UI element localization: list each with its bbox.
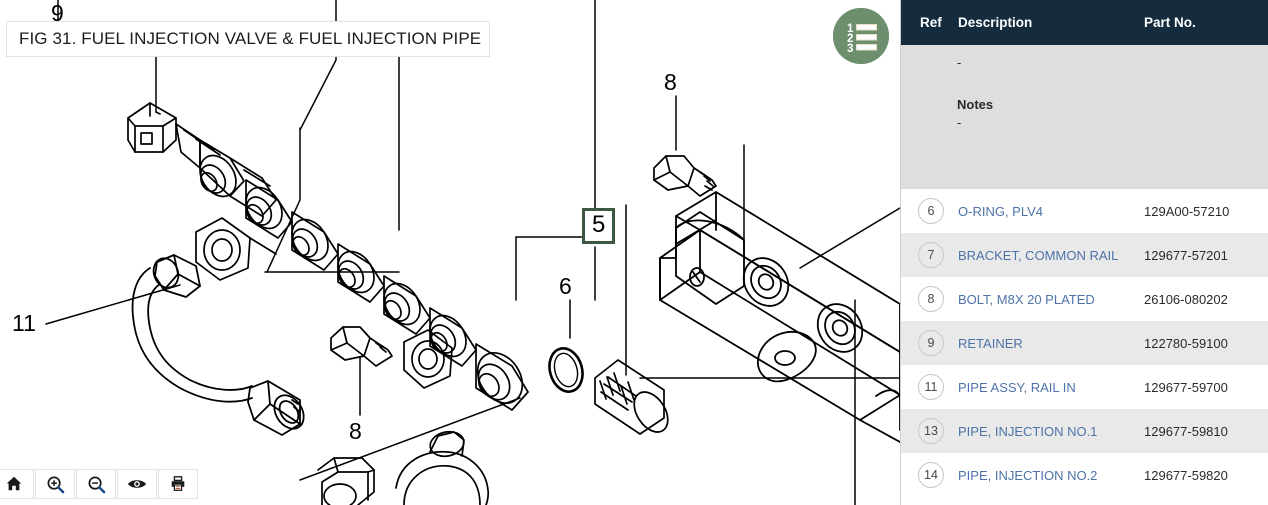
row-part-no: 129677-59810 [1144,423,1228,439]
figure-title: FIG 31. FUEL INJECTION VALVE & FUEL INJE… [6,21,490,57]
row-description-link[interactable]: PIPE ASSY, RAIL IN [958,379,1076,395]
parts-panel: Ref Description Part No. - Notes - 6 O-RI… [900,0,1268,505]
notes-dash-top: - [957,55,962,70]
print-button[interactable] [158,469,198,499]
row-part-no: 122780-59100 [1144,335,1228,351]
print-icon [171,476,185,491]
row-ref-cell: 9 [901,330,958,356]
table-row[interactable]: 8 BOLT, M8X 20 PLATED 26106-080202 [901,277,1268,321]
row-ref-cell: 13 [901,418,958,444]
zoom-out-icon [88,476,105,493]
table-row[interactable]: 14 PIPE, INJECTION NO.2 129677-59820 [901,453,1268,497]
svg-text:1: 1 [847,23,854,35]
home-icon [6,476,22,491]
table-row[interactable]: 13 PIPE, INJECTION NO.1 129677-59810 [901,409,1268,453]
zoom-in-icon [47,476,64,493]
row-ref-cell: 7 [901,242,958,268]
row-description-link[interactable]: PIPE, INJECTION NO.1 [958,423,1098,439]
ref-badge: 8 [918,286,944,312]
row-description-link[interactable]: RETAINER [958,335,1023,351]
ref-badge: 11 [918,374,944,400]
row-description-link[interactable]: PIPE, INJECTION NO.2 [958,467,1098,483]
ref-badge: 14 [918,462,944,488]
table-row[interactable]: 9 RETAINER 122780-59100 [901,321,1268,365]
svg-text:3: 3 [847,43,853,55]
viewer-toolbar [0,469,199,499]
table-row[interactable]: 7 BRACKET, COMMON RAIL 129677-57201 [901,233,1268,277]
row-description-link[interactable]: BOLT, M8X 20 PLATED [958,291,1095,307]
zoom-in-button[interactable] [35,469,75,499]
row-ref-cell: 14 [901,462,958,488]
table-row[interactable]: 11 PIPE ASSY, RAIL IN 129677-59700 [901,365,1268,409]
callout-8b[interactable]: 8 [349,418,362,444]
callout-9[interactable]: 9 [51,0,64,26]
svg-text:2: 2 [847,33,853,45]
row-part-no: 129677-57201 [1144,247,1228,263]
parts-table-body: 6 O-RING, PLV4 129A00-57210 7 BRACKET, COMMO… [901,189,1268,505]
row-description-link[interactable]: O-RING, PLV4 [958,203,1044,219]
ref-badge: 7 [918,242,944,268]
technical-diagram [45,0,900,505]
row-part-no: 129677-59820 [1144,467,1228,483]
parts-table-header: Ref Description Part No. [901,0,1268,45]
view-button[interactable] [117,469,157,499]
row-ref-cell: 6 [901,198,958,224]
callout-5[interactable]: 5 [582,208,616,244]
notes-block: - Notes - [901,45,1268,189]
callout-8a[interactable]: 8 [664,69,677,95]
row-description-link[interactable]: BRACKET, COMMON RAIL [958,247,1119,263]
column-header-ref: Ref [920,15,942,30]
diagram-pane[interactable]: FIG 31. FUEL INJECTION VALVE & FUEL INJE… [0,0,900,505]
ref-badge: 9 [918,330,944,356]
row-part-no: 26106-080202 [1144,291,1228,307]
callout-11[interactable]: 11 [12,310,36,336]
numbered-list-badge-icon[interactable]: 1 2 3 [833,8,889,64]
notes-dash-bottom: - [957,115,962,130]
row-part-no: 129A00-57210 [1144,203,1230,219]
home-button[interactable] [0,469,34,499]
table-row[interactable]: 6 O-RING, PLV4 129A00-57210 [901,189,1268,233]
eye-icon [127,480,147,488]
ref-badge: 13 [918,418,944,444]
ref-badge: 6 [918,198,944,224]
column-header-description: Description [958,15,1033,30]
row-ref-cell: 11 [901,374,958,400]
zoom-out-button[interactable] [76,469,116,499]
row-ref-cell: 8 [901,286,958,312]
numbered-list-icon: 1 2 3 [833,8,889,64]
notes-label: Notes [957,97,994,112]
row-part-no: 129677-59700 [1144,379,1228,395]
column-header-part-no: Part No. [1144,15,1196,30]
callout-6[interactable]: 6 [559,273,572,299]
